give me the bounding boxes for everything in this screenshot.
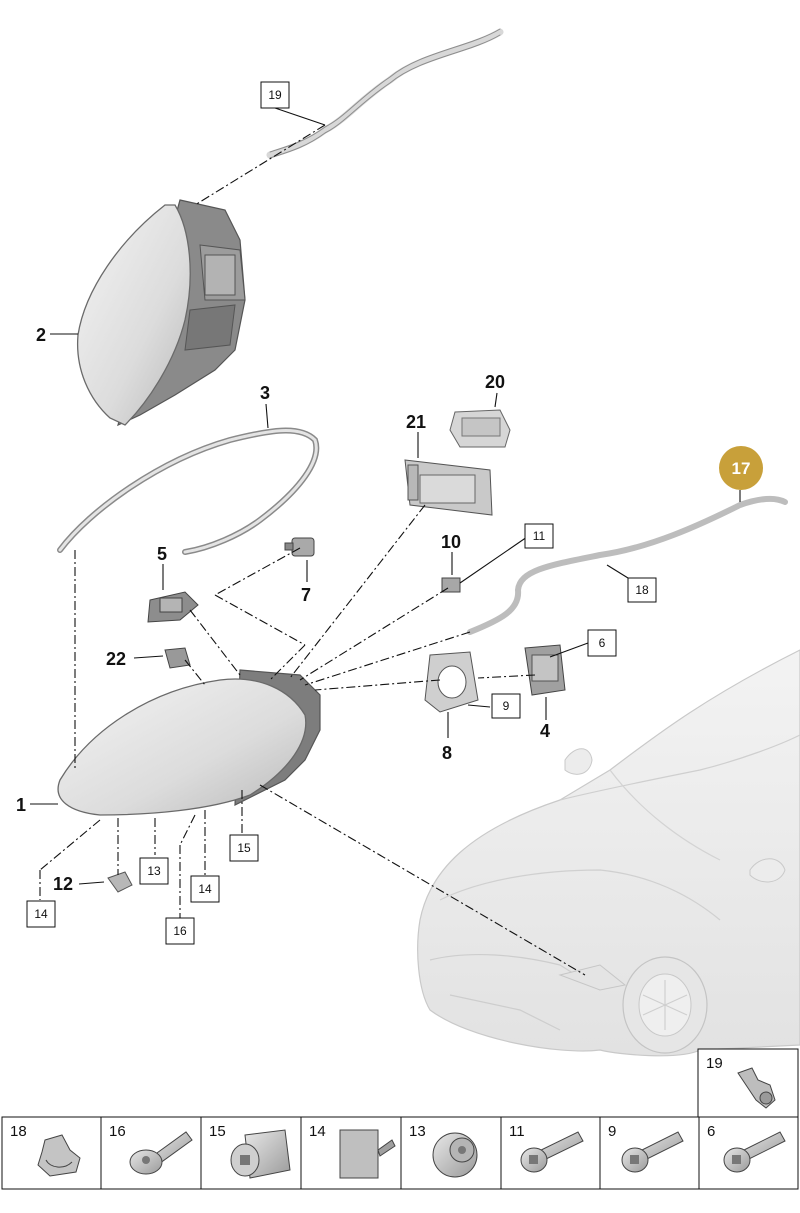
svg-text:15: 15	[237, 841, 251, 855]
callout-1: 1	[16, 795, 26, 815]
callout-7: 7	[301, 585, 311, 605]
callout-labels: 1 2 3 4 5 7 8 10 12 20 21 22	[16, 325, 550, 894]
car-silhouette	[417, 649, 800, 1057]
boxed-callout-14-left: 14	[26, 900, 56, 928]
sensor-part-22	[164, 647, 191, 669]
callout-22: 22	[106, 649, 126, 669]
thumbnail-16[interactable]: 16	[100, 1116, 202, 1190]
callout-20: 20	[485, 372, 505, 392]
callout-17: 17	[732, 459, 751, 478]
fastener-thumbnails: 19 18 16 15	[1, 1048, 799, 1190]
control-module-part-4	[524, 644, 566, 696]
callout-3: 3	[260, 383, 270, 403]
boxed-callout-19: 19	[260, 81, 290, 109]
hose-part-18	[467, 495, 788, 635]
boxed-callout-18: 18	[627, 577, 657, 603]
thumbnail-15[interactable]: 15	[200, 1116, 302, 1190]
svg-text:16: 16	[109, 1123, 126, 1140]
boxed-callout-15: 15	[229, 834, 259, 862]
svg-text:16: 16	[173, 924, 187, 938]
thumbnail-11[interactable]: 11	[500, 1116, 601, 1190]
boxed-callout-9: 9	[491, 693, 521, 719]
callout-12: 12	[53, 874, 73, 894]
svg-text:13: 13	[409, 1123, 426, 1140]
control-unit-part-20	[449, 409, 511, 448]
clip-icon	[37, 1134, 81, 1177]
svg-text:18: 18	[635, 583, 649, 597]
boxed-callout-11: 11	[524, 523, 554, 549]
svg-text:19: 19	[268, 88, 282, 102]
highlight-callout-17[interactable]: 17	[719, 446, 763, 490]
hose-clip-icon	[737, 1067, 776, 1109]
thumbnail-14[interactable]: 14	[300, 1116, 402, 1190]
screw-icon	[129, 1131, 193, 1175]
lamp-module-part-5	[147, 591, 199, 623]
grommet-icon	[432, 1132, 478, 1178]
bolt-icon	[723, 1131, 786, 1173]
svg-text:14: 14	[34, 907, 48, 921]
adapter-ring-part-8	[424, 651, 479, 713]
callout-21: 21	[406, 412, 426, 432]
headlight-housing-part-2	[76, 199, 246, 427]
plate-pin-icon	[339, 1129, 396, 1179]
callout-2: 2	[36, 325, 46, 345]
seal-frame-part-3	[57, 427, 320, 555]
callout-5: 5	[157, 544, 167, 564]
callout-8: 8	[442, 743, 452, 763]
washer-hose-part-19	[266, 28, 504, 159]
thumbnail-19[interactable]: 19	[697, 1048, 799, 1118]
svg-text:14: 14	[198, 882, 212, 896]
actuator-part-7	[284, 537, 315, 557]
svg-text:9: 9	[503, 699, 510, 713]
svg-text:13: 13	[147, 864, 161, 878]
svg-text:9: 9	[608, 1123, 616, 1140]
svg-text:18: 18	[10, 1123, 27, 1140]
boxed-callout-16: 16	[165, 917, 195, 945]
svg-text:6: 6	[599, 636, 606, 650]
bolt-icon	[520, 1131, 584, 1173]
boxed-callouts: 19 11 18 6 9 13 14 14 15 16	[26, 81, 657, 945]
leader-lines	[30, 107, 741, 976]
callout-10: 10	[441, 532, 461, 552]
boxed-callout-6: 6	[587, 629, 617, 657]
spacer-nut-icon	[230, 1129, 291, 1179]
callout-4: 4	[540, 721, 550, 741]
svg-text:19: 19	[706, 1055, 723, 1072]
thumbnail-9[interactable]: 9	[599, 1116, 700, 1190]
thumbnail-6[interactable]: 6	[698, 1116, 799, 1190]
svg-text:14: 14	[309, 1123, 326, 1140]
boxed-callout-14-right: 14	[190, 875, 220, 903]
svg-text:6: 6	[707, 1123, 715, 1140]
thumbnail-18[interactable]: 18	[1, 1116, 102, 1190]
boxed-callout-13: 13	[139, 857, 169, 885]
svg-text:15: 15	[209, 1123, 226, 1140]
clip-part-12	[107, 871, 133, 893]
bracket-part-21	[404, 459, 493, 516]
headlight-part-1	[57, 669, 321, 816]
bolt-icon	[621, 1131, 684, 1173]
thumbnail-13[interactable]: 13	[400, 1116, 502, 1190]
svg-text:11: 11	[533, 529, 546, 543]
svg-text:11: 11	[509, 1123, 525, 1140]
